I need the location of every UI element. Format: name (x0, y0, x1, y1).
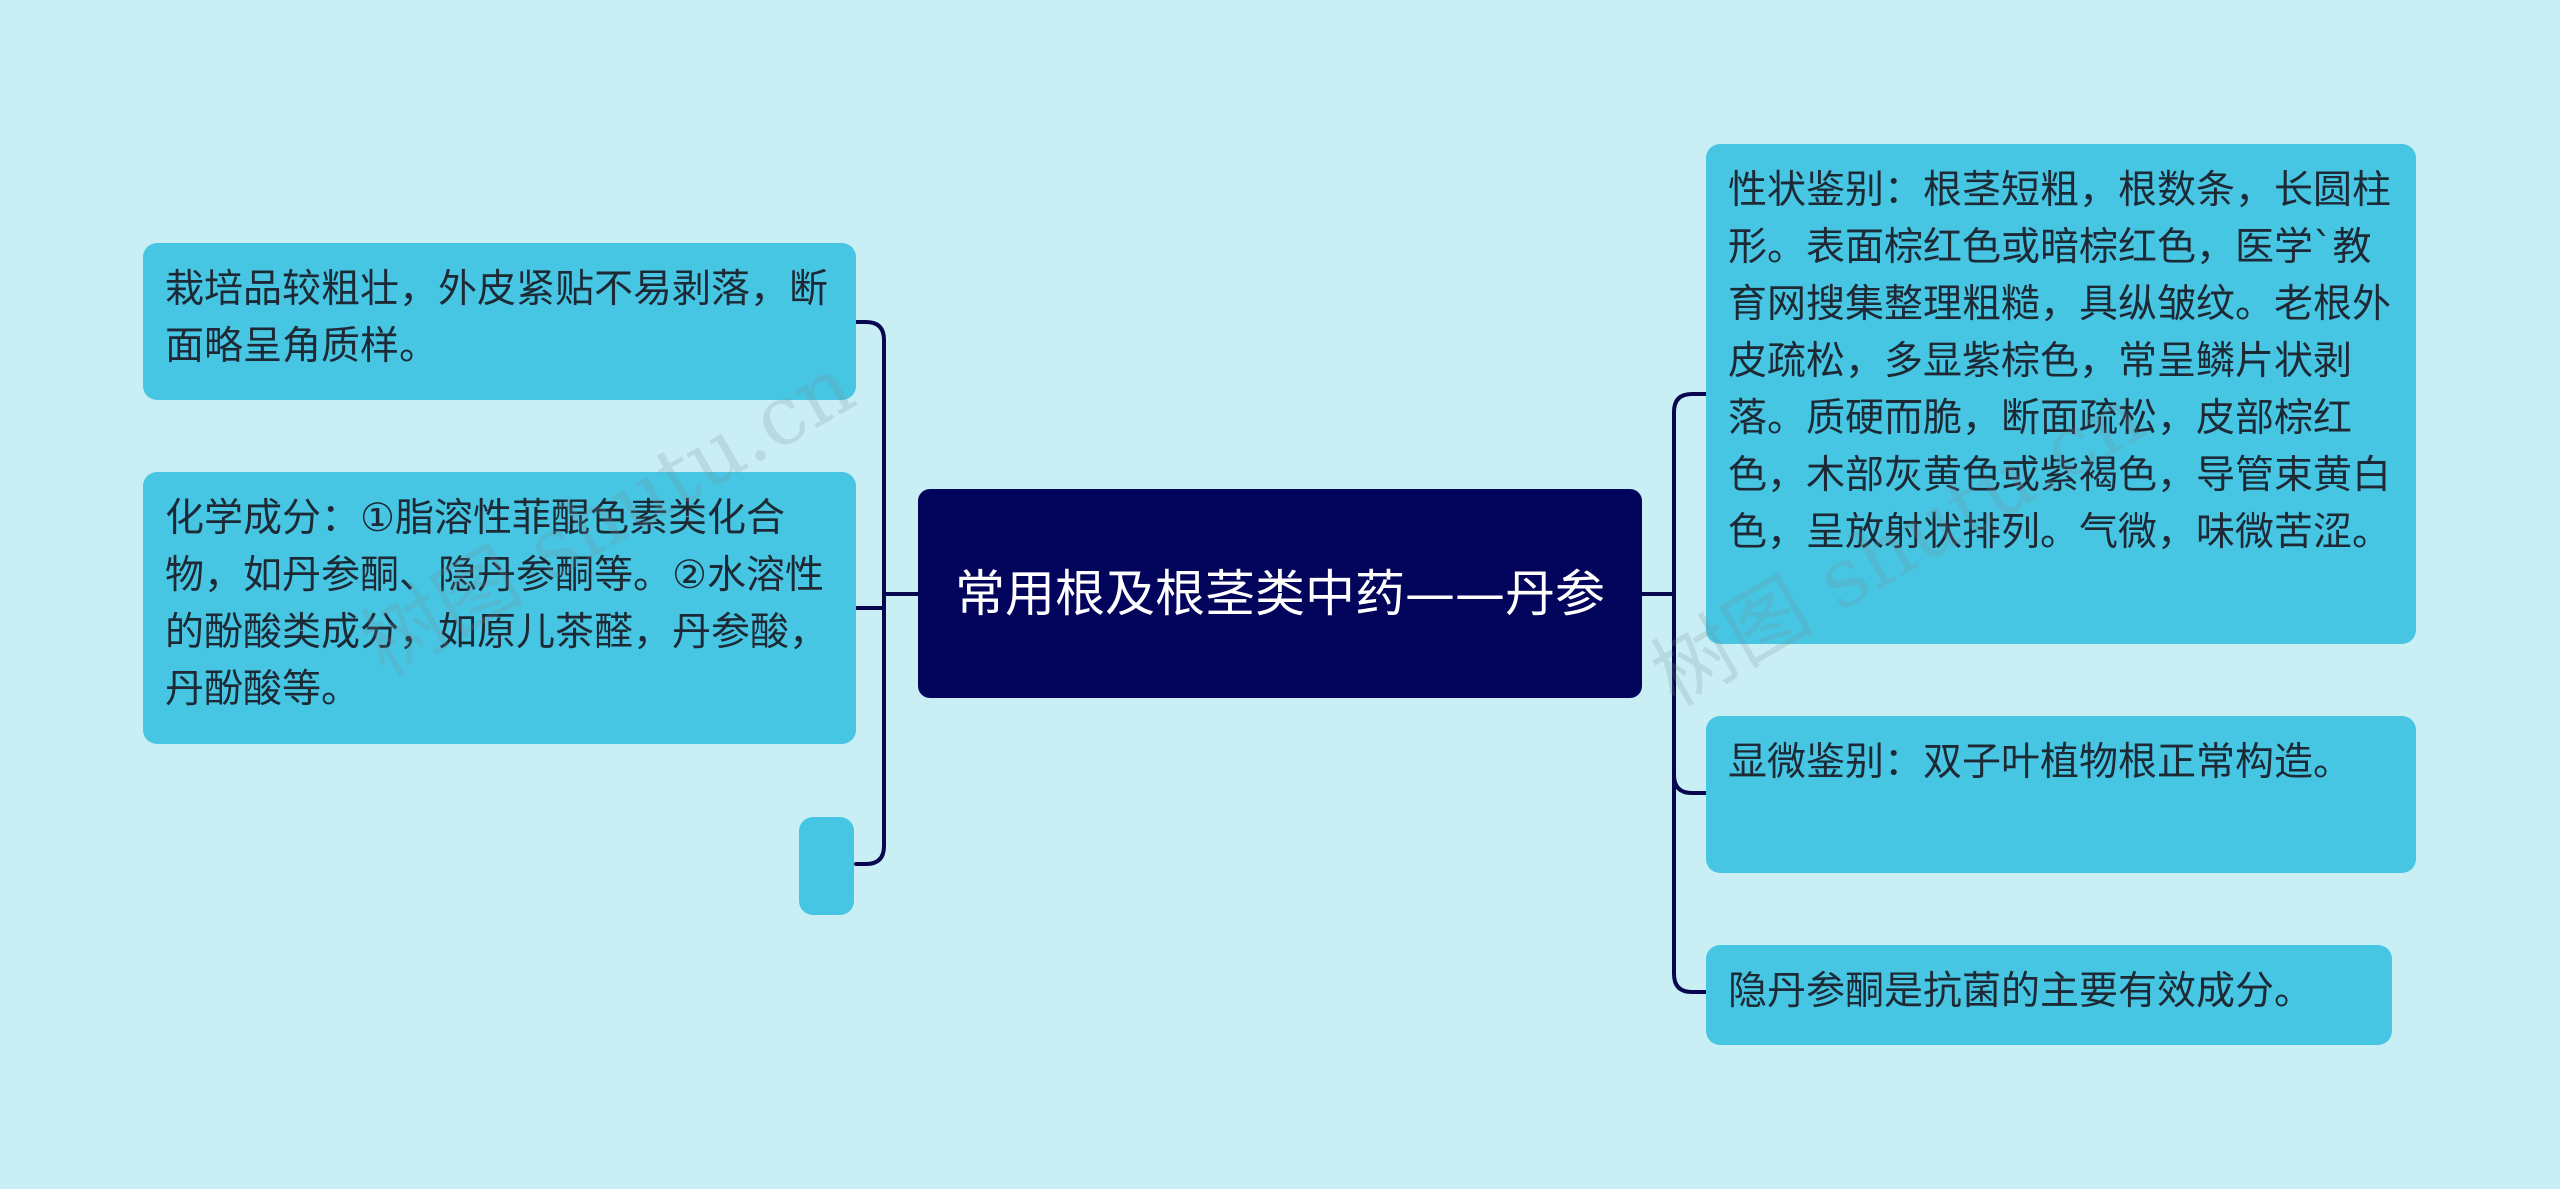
left-topic-cultivated[interactable]: 栽培品较粗壮，外皮紧贴不易剥落，断面略呈角质样。 (143, 243, 856, 400)
left-topic-chemical-text: 化学成分：①脂溶性菲醌色素类化合物，如丹参酮、隐丹参酮等。②水溶性的酚酸类成分，… (165, 496, 829, 712)
left-topic-chemical[interactable]: 化学成分：①脂溶性菲醌色素类化合物，如丹参酮、隐丹参酮等。②水溶性的酚酸类成分，… (143, 472, 856, 744)
right-topic-antibacterial[interactable]: 隐丹参酮是抗菌的主要有效成分。 (1706, 945, 2392, 1045)
right-topic-antibacterial-text: 隐丹参酮是抗菌的主要有效成分。 (1728, 969, 2314, 1014)
right-topic-microscopic-text: 显微鉴别：双子叶植物根正常构造。 (1728, 740, 2353, 785)
connector-left-trunk (854, 320, 886, 866)
left-topic-empty[interactable] (799, 817, 854, 915)
connector-right-trunk (1672, 392, 1708, 994)
connector-right-branch-2 (1672, 773, 1708, 795)
left-topic-cultivated-text: 栽培品较粗壮，外皮紧贴不易剥落，断面略呈角质样。 (165, 267, 829, 369)
right-topic-microscopic[interactable]: 显微鉴别：双子叶植物根正常构造。 (1706, 716, 2416, 873)
root-topic-title: 常用根及根茎类中药——丹参 (955, 564, 1605, 623)
root-topic[interactable]: 常用根及根茎类中药——丹参 (918, 489, 1642, 698)
right-topic-appearance[interactable]: 性状鉴别：根茎短粗，根数条，长圆柱形。表面棕红色或暗棕红色，医学`教育网搜集整理… (1706, 144, 2416, 644)
right-topic-appearance-text: 性状鉴别：根茎短粗，根数条，长圆柱形。表面棕红色或暗棕红色，医学`教育网搜集整理… (1728, 168, 2392, 555)
